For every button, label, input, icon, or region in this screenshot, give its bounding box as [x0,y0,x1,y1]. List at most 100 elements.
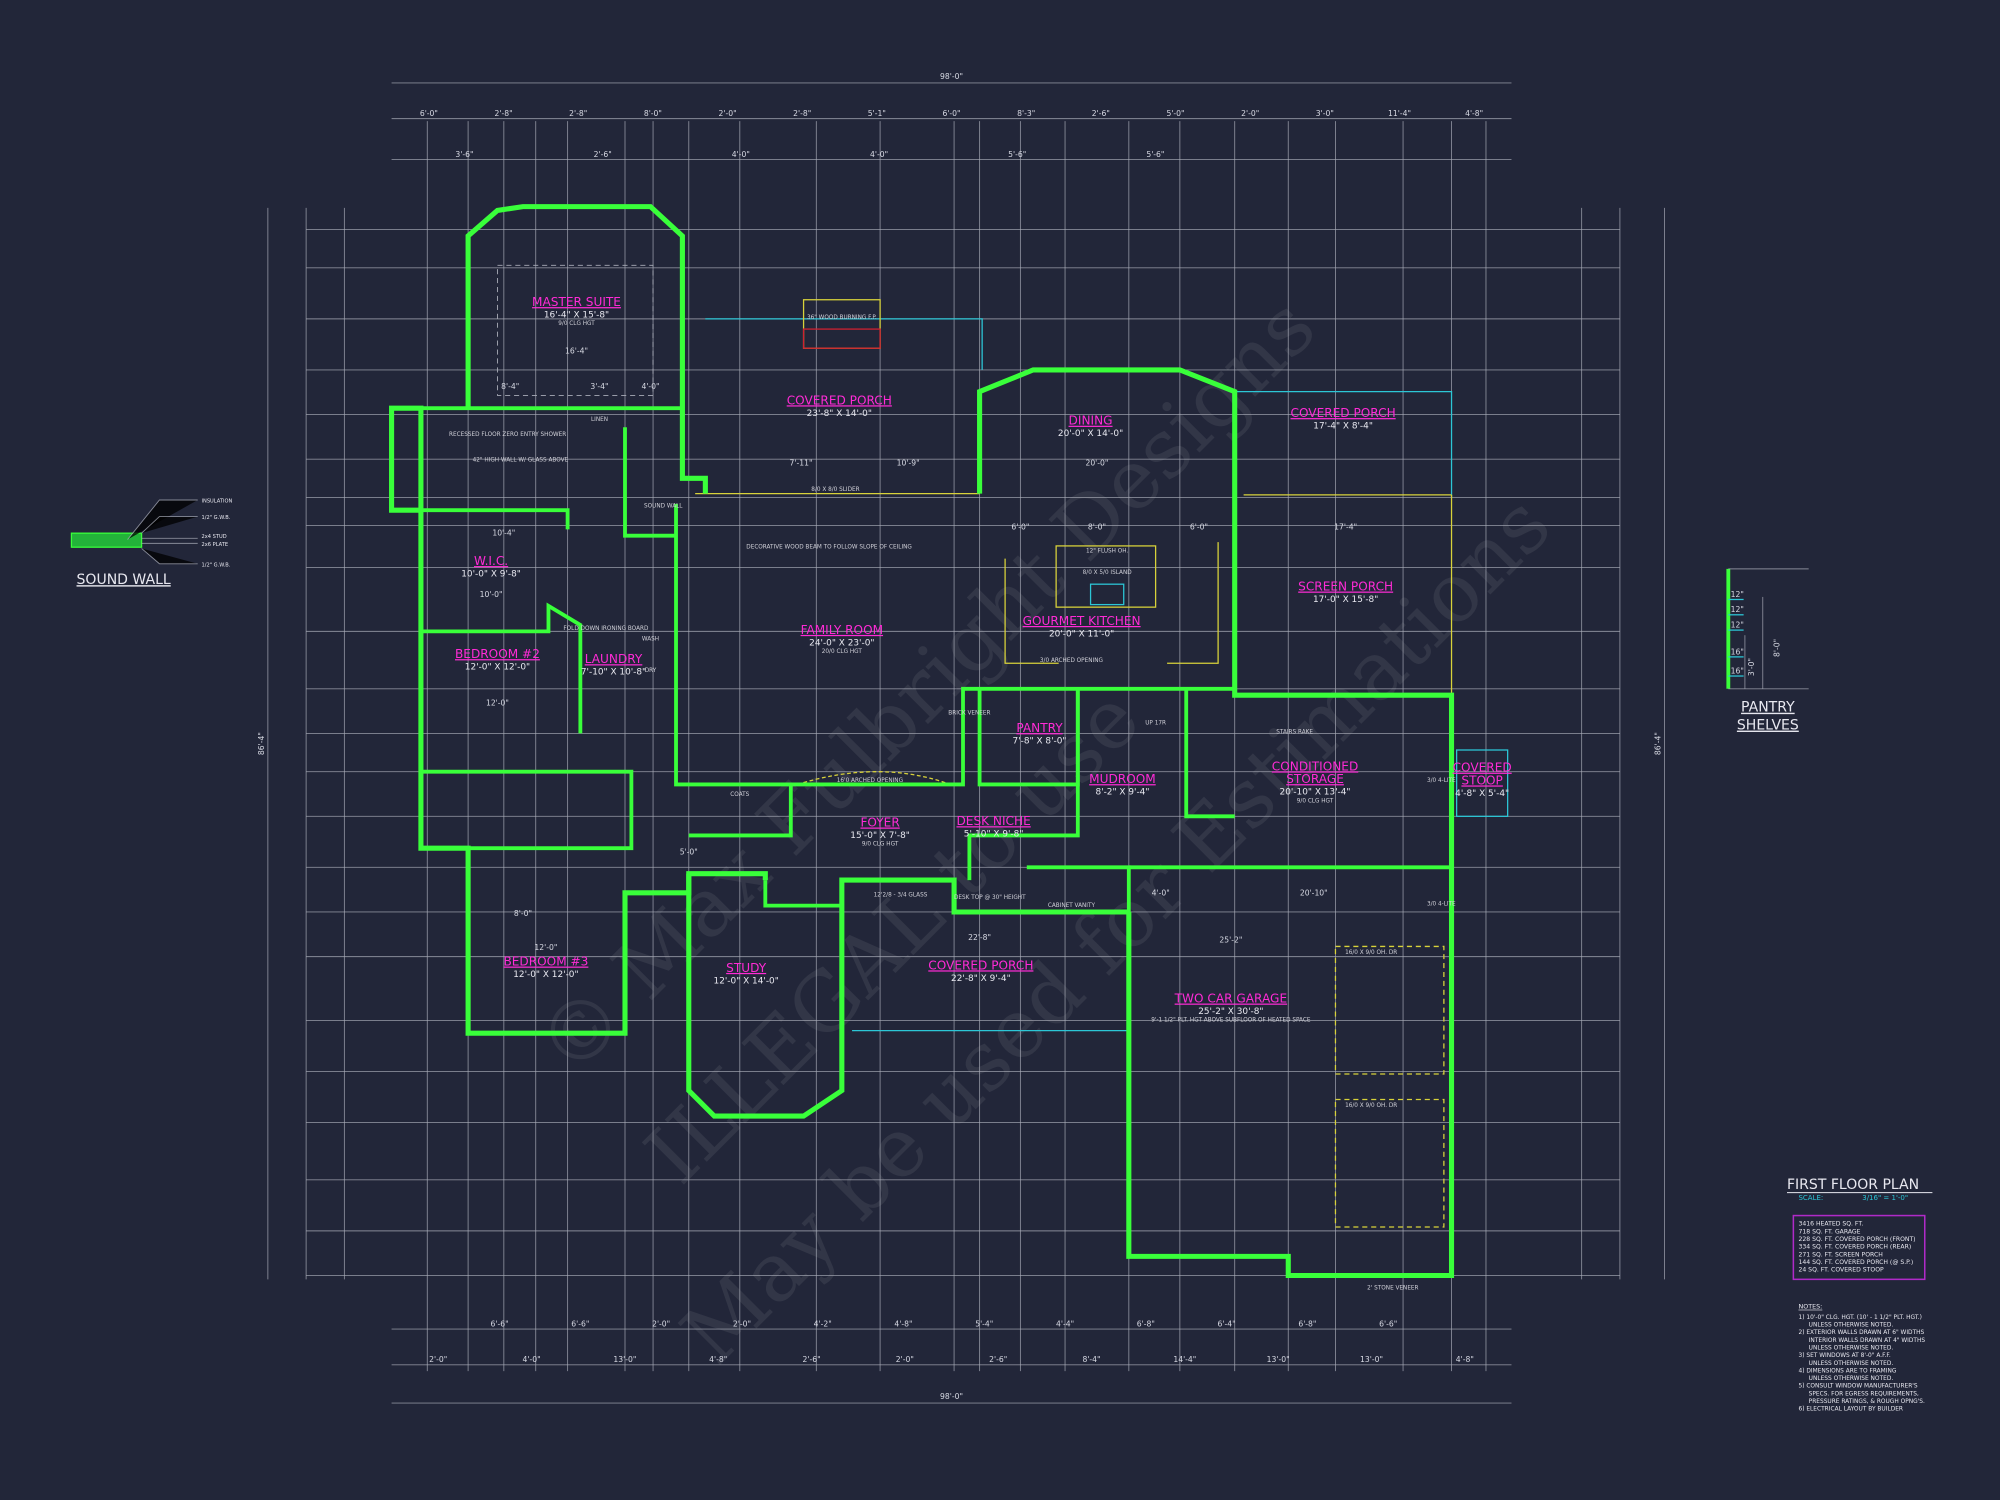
area-line: 334 SQ. FT. COVERED PORCH (REAR) [1798,1244,1911,1251]
room-note: 9/0 CLG HGT [862,842,899,848]
dimension-label: 6'-6" [1379,1320,1397,1329]
dimension-label: 3'-4" [590,382,608,391]
room-labels: MASTER SUITE 16'-4" X 15'-8" 9/0 CLG HGT CO… [455,295,1512,1024]
dimension-label: 2'-0" [429,1355,447,1364]
sound-wall-detail: INSULATION 1/2" G.W.B. 2x4 STUD 2x6 PLAT… [70,499,233,588]
area-line: 24 SQ. FT. COVERED STOOP [1798,1267,1884,1274]
annotation-label: CABINET VANITY [1048,903,1096,909]
room-name: DESK NICHE [956,814,1030,828]
room-name: MUDROOM [1089,772,1156,786]
room-name-line2: STORAGE [1286,772,1344,786]
dimension-label: 22'-8" [968,933,991,942]
annotation-label: 8/0 X 5/0 ISLAND [1083,570,1133,576]
dimension-label: 8'-0" [1088,522,1106,531]
dimension-label: 16'-4" [565,346,588,355]
annotations: 36" WOOD BURNING F.P.8/0 X 8/0 SLIDERDEC… [449,315,1456,1292]
dimension-label: 5'-1" [868,109,886,118]
pantry-shelves-title: SHELVES [1737,718,1799,734]
dimension-label: 6'-0" [942,109,960,118]
note-line: PRESSURE RATINGS, & ROUGH OPNG'S. [1809,1399,1925,1405]
dimension-label: 8'-4" [501,382,519,391]
room-note: 9'-1 1/2" PLT. HGT ABOVE SUBFLOOR OF HEA… [1151,1018,1311,1024]
annotation-label: WASH [642,636,659,642]
room-size: 20'-0" X 11'-0" [1049,629,1114,639]
dimension-label: 4'-2" [814,1320,832,1329]
dimension-label: 5'-0" [1166,109,1184,118]
annotation-label: 42" HIGH WALL W/ GLASS ABOVE [473,458,569,464]
room-name: DINING [1069,414,1113,428]
room-size: 16'-4" X 15'-8" [544,311,609,321]
annotation-label: LINEN [591,417,608,423]
dimension-label: 3'-6" [455,150,473,159]
dimension-label: 2'-6" [594,150,612,159]
room-size: 17'-4" X 8'-4" [1313,422,1373,432]
dimension-label: 4'-0" [1152,888,1170,897]
watermark-line: May be used for Estimations [664,477,1569,1382]
shelf-spacing-label: 12" [1731,605,1744,614]
room-size: 20'-10" X 13'-4" [1280,788,1351,798]
dimension-label: 17'-4" [1334,522,1357,531]
note-line: 2) EXTERIOR WALLS DRAWN AT 6" WIDTHS [1798,1330,1924,1336]
dimension-label: 2'-8" [569,109,587,118]
dimension-label: 4'-4" [1056,1320,1074,1329]
area-line: 228 SQ. FT. COVERED PORCH (FRONT) [1798,1236,1915,1243]
annotation-label: FOLD DOWN IRONING BOARD [563,626,649,632]
dimension-label: 4'-0" [523,1355,541,1364]
sound-wall-callout: 2x6 PLATE [202,542,229,548]
room-size: 22'-8" X 9'-4" [951,974,1011,984]
annotation-label: 16/0 X 9/0 OH. DR [1345,950,1397,956]
dimension-label: 11'-4" [1388,109,1411,118]
dimension-label: 6'-4" [1218,1320,1236,1329]
room-name: TWO CAR GARAGE [1174,992,1287,1006]
dimension-label: 4'-8" [1456,1355,1474,1364]
annotation-label: 3/0 4-LITE [1427,902,1456,908]
dimension-label: 8'-4" [1082,1355,1100,1364]
room-name: SCREEN PORCH [1298,580,1393,594]
scale-label: SCALE: [1798,1193,1823,1202]
room-note: 20/0 CLG HGT [822,649,863,655]
room-name: COVERED PORCH [928,958,1033,972]
room-name: PANTRY [1016,721,1063,735]
room-name: COVERED PORCH [1291,406,1396,420]
annotation-label: COATS [730,792,749,798]
annotation-label: 36" WOOD BURNING F.P. [807,315,877,321]
room-name-line2: STOOP [1461,773,1502,787]
room-size: 17'-0" X 15'-8" [1313,595,1378,605]
dimension-label: 2'-0" [733,1320,751,1329]
sound-wall-callout: 2x4 STUD [202,534,227,540]
overall-right-dimension: 86'-4" [1654,732,1663,755]
overall-left-dimension: 86'-4" [257,732,266,755]
annotation-label: DECORATIVE WOOD BEAM TO FOLLOW SLOPE OF … [746,544,912,550]
annotation-label: DESK TOP @ 30" HEIGHT [954,895,1026,901]
dimension-label: 2'-0" [652,1320,670,1329]
watermark-line: © Max Fulbright Designs [520,279,1334,1093]
note-line: UNLESS OTHERWISE NOTED. [1809,1376,1894,1382]
dimension-label: 2'-0" [896,1355,914,1364]
dimension-label: 2'-6" [989,1355,1007,1364]
note-line: UNLESS OTHERWISE NOTED. [1809,1323,1894,1329]
room-name: FAMILY ROOM [801,623,883,637]
room-name: STUDY [726,961,767,975]
dimension-label: 6'-8" [1298,1320,1316,1329]
dimension-label: 6'-8" [1137,1320,1155,1329]
dimension-label: 2'-0" [1241,109,1259,118]
sound-wall-callout: INSULATION [202,499,233,505]
room-name: MASTER SUITE [532,295,621,309]
dimension-label: 10'-4" [492,529,515,538]
room-name: W.I.C. [474,554,508,568]
notes-heading: NOTES: [1798,1303,1822,1311]
note-line: INTERIOR WALLS DRAWN AT 4" WIDTHS [1809,1338,1926,1344]
room-size: 7'-10" X 10'-8" [581,668,646,678]
annotation-label: SOUND WALL [644,504,683,510]
dimension-label: 7'-11" [790,459,813,468]
dimension-label: 14'-4" [1173,1355,1196,1364]
annotation-label: RECESSED FLOOR ZERO ENTRY SHOWER [449,432,566,438]
shelf-spacing-label: 12" [1731,621,1744,630]
dimension-label: 5'-4" [975,1320,993,1329]
room-size: 4'-8" X 5'-4" [1455,789,1509,799]
scale-value: 3/16" = 1'-0" [1862,1193,1908,1202]
pantry-shelves-title: PANTRY [1741,700,1795,716]
room-name: GOURMET KITCHEN [1023,614,1141,628]
